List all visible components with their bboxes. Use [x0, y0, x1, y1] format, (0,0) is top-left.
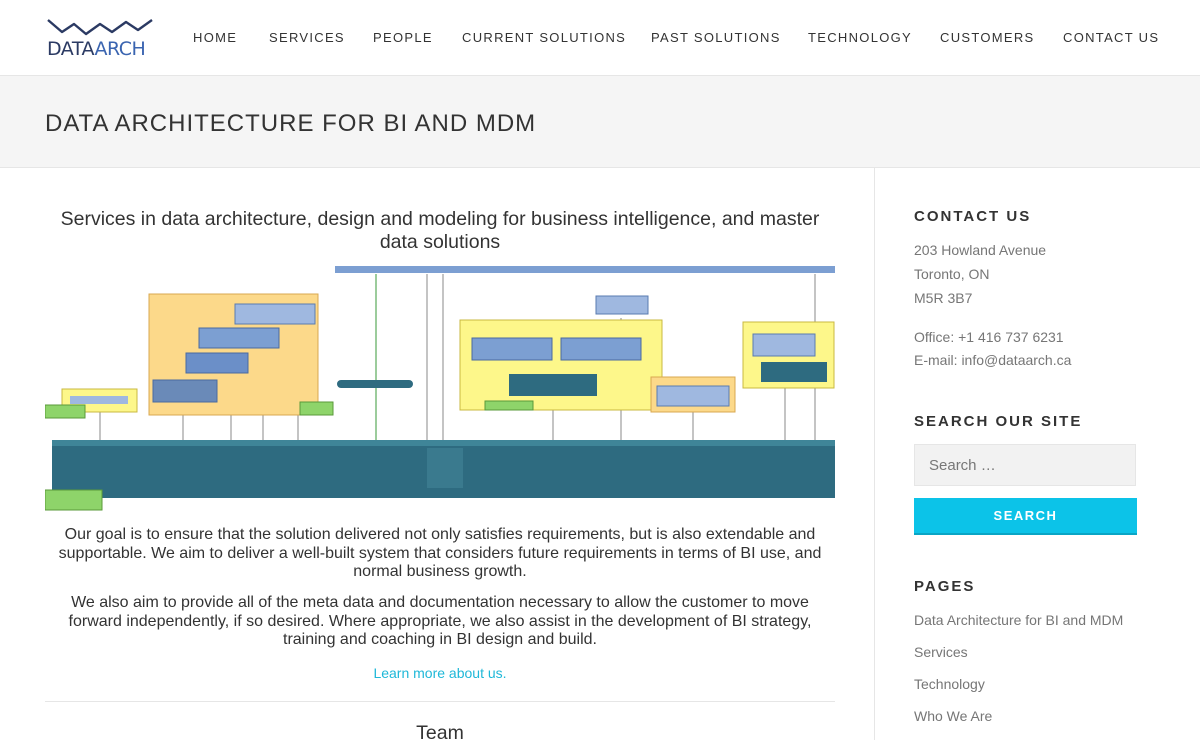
- diagram-regional-block: [459, 319, 663, 411]
- contact-widget-title: CONTACT US: [914, 208, 1032, 225]
- contact-email: E-mail: info@dataarch.ca: [914, 352, 1072, 368]
- sidebar: CONTACT US 203 Howland Avenue Toronto, O…: [914, 168, 1154, 740]
- logo-text-arch: ARCH: [94, 38, 146, 60]
- diagram-top-bar: [335, 266, 835, 273]
- learn-more-link[interactable]: Learn more about us.: [373, 665, 507, 681]
- nav-services[interactable]: SERVICES: [269, 30, 345, 45]
- address-line-2: Toronto, ON: [914, 266, 990, 282]
- site-header: DATAARCH HOME SERVICES PEOPLE CURRENT SO…: [0, 0, 1200, 76]
- main-nav: HOME SERVICES PEOPLE CURRENT SOLUTIONS P…: [0, 30, 1200, 46]
- goal-paragraph: Our goal is to ensure that the solution …: [58, 526, 822, 580]
- nav-contact-us[interactable]: CONTACT US: [1063, 30, 1160, 45]
- sidebar-divider: [874, 168, 875, 740]
- search-input[interactable]: [914, 444, 1136, 486]
- nav-home[interactable]: HOME: [193, 30, 238, 45]
- address-line-1: 203 Howland Avenue: [914, 242, 1047, 258]
- nav-technology[interactable]: TECHNOLOGY: [808, 30, 913, 45]
- content-divider: [45, 701, 835, 702]
- nav-customers[interactable]: CUSTOMERS: [940, 30, 1035, 45]
- search-button[interactable]: SEARCH: [914, 498, 1137, 535]
- logo-wave-icon: [46, 19, 153, 40]
- site-logo[interactable]: DATAARCH: [46, 18, 154, 60]
- nav-past-solutions[interactable]: PAST SOLUTIONS: [651, 30, 781, 45]
- architecture-diagram: [45, 266, 835, 511]
- diagram-source-tag: [45, 404, 86, 419]
- intro-heading: Services in data architecture, design an…: [60, 208, 820, 253]
- nav-people[interactable]: PEOPLE: [373, 30, 433, 45]
- address-line-3: M5R 3B7: [914, 290, 973, 306]
- page-link-services[interactable]: Services: [914, 644, 968, 660]
- meta-data-paragraph: We also aim to provide all of the meta d…: [68, 594, 812, 648]
- team-heading: Team: [416, 722, 464, 740]
- logo-text-data: DATA: [47, 38, 95, 60]
- page-title-band: DATA ARCHITECTURE FOR BI AND MDM: [0, 76, 1200, 168]
- page-title: DATA ARCHITECTURE FOR BI AND MDM: [45, 110, 537, 137]
- nav-current-solutions[interactable]: CURRENT SOLUTIONS: [462, 30, 627, 45]
- office-phone: Office: +1 416 737 6231: [914, 329, 1064, 345]
- pages-widget-title: PAGES: [914, 578, 976, 595]
- search-widget-title: SEARCH OUR SITE: [914, 413, 1083, 430]
- main-content: Services in data architecture, design an…: [45, 168, 835, 740]
- page-link-data-architecture[interactable]: Data Architecture for BI and MDM: [914, 612, 1124, 628]
- logo-text: DATAARCH: [47, 38, 146, 60]
- page-link-who-we-are[interactable]: Who We Are: [914, 708, 993, 724]
- page-link-technology[interactable]: Technology: [914, 676, 985, 692]
